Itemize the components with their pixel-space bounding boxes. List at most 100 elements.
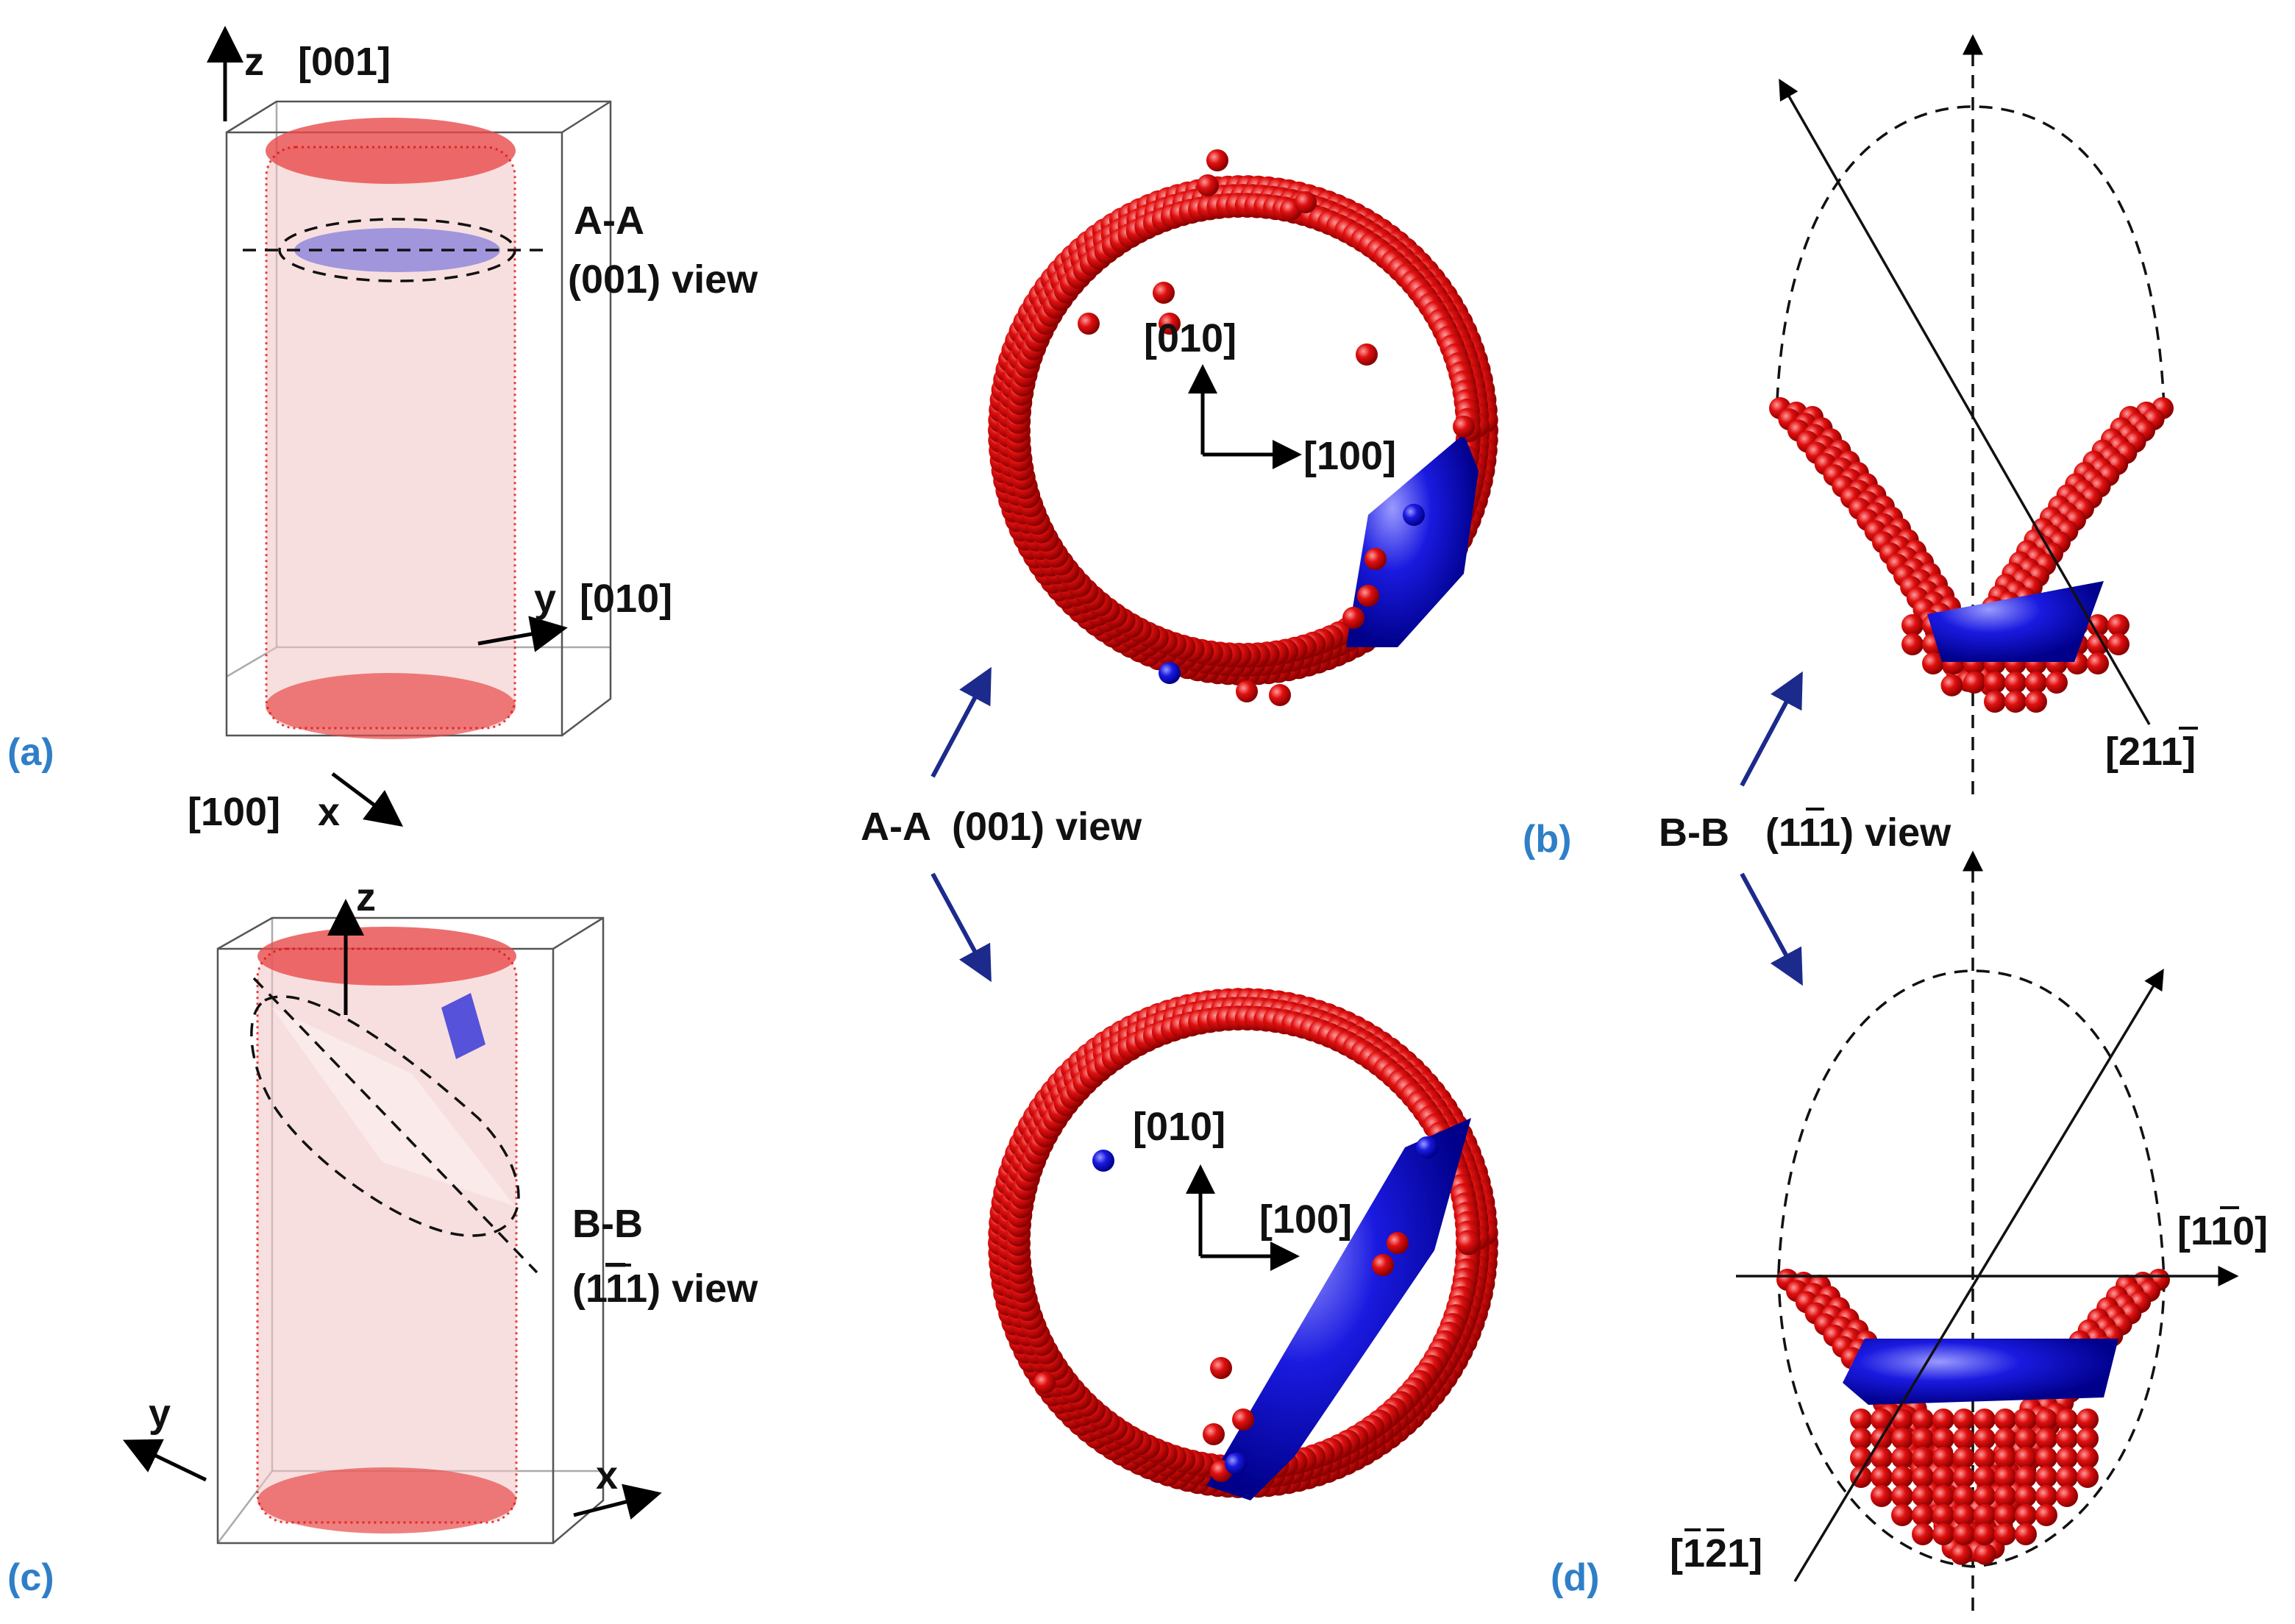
direction-label-211: [211]	[2105, 730, 2196, 774]
atom-red	[2056, 1428, 2078, 1450]
atom-red	[1912, 1523, 1934, 1545]
atom-red	[1974, 1523, 1996, 1545]
atom-red	[1871, 1485, 1893, 1507]
atom-red	[1912, 1447, 1934, 1469]
x-axis-arrow-a	[331, 772, 403, 827]
atom-red	[1891, 1504, 1913, 1526]
navy-arrow-mid-up	[931, 666, 992, 778]
atom-red	[1159, 313, 1181, 335]
atom-red	[1932, 1485, 1954, 1507]
navy-arrow-right-down	[1740, 872, 1803, 986]
atom-red	[1871, 1466, 1893, 1488]
y-axis-arrow-a	[477, 616, 568, 652]
section-label-c: B-B	[572, 1202, 643, 1246]
atom-red	[1994, 1408, 2016, 1431]
atom-red	[1994, 1428, 2016, 1450]
atom-blue	[1416, 1136, 1438, 1158]
navy-arrow-right-up	[1740, 671, 1803, 787]
x-direction-label-a: [100]	[188, 790, 280, 834]
ring-bottom-blue-band	[1206, 1118, 1471, 1500]
atom-red	[2015, 1408, 2037, 1431]
atom-red	[1342, 607, 1364, 629]
atom-red	[1912, 1504, 1934, 1526]
ring-bottom-x-label: [100]	[1259, 1197, 1352, 1242]
atom-red	[2077, 1447, 2099, 1469]
direction-line-121	[1793, 969, 2164, 1582]
direction-label-121: [121]	[1670, 1531, 1762, 1575]
atom-red	[2015, 1523, 2037, 1545]
atom-red	[1974, 1408, 1996, 1431]
panel-label-c: (c)	[7, 1556, 54, 1599]
x-axis-label-c: x	[596, 1453, 618, 1497]
atom-red	[1994, 1523, 2016, 1545]
atom-red	[1197, 174, 1219, 196]
bowl-blue-bottom	[1843, 1339, 2118, 1405]
atom-red	[1922, 652, 1944, 674]
y-axis-label-a: y	[534, 577, 556, 621]
atom-red	[1974, 1466, 1996, 1488]
atom-red	[1210, 1357, 1232, 1379]
atom-red	[1912, 1428, 1934, 1450]
nanowire-atoms-a	[265, 118, 516, 739]
atom-red	[1891, 1408, 1913, 1431]
atom-red	[1891, 1485, 1913, 1507]
x-axis-label-a: x	[318, 790, 340, 834]
atom-red	[1994, 1447, 2016, 1469]
atom-red	[2035, 1408, 2057, 1431]
atom-blue	[1403, 504, 1425, 526]
atom-red	[2025, 672, 2047, 694]
z-axis-label-a: z	[244, 40, 264, 84]
atom-red	[2004, 691, 2027, 713]
atom-red	[1357, 585, 1379, 607]
ring-top-x-label: [100]	[1303, 434, 1396, 478]
y-axis-arrow-c	[122, 1439, 207, 1482]
atom-red	[1953, 1447, 1975, 1469]
x-axis-arrow-c	[573, 1484, 662, 1520]
atom-red	[1974, 1542, 1996, 1565]
atom-red	[1456, 1230, 1481, 1256]
atom-red	[1932, 1447, 1954, 1469]
bowl-blue-top	[1927, 581, 2104, 662]
atom-red	[2035, 1466, 2057, 1488]
panel-a: z [001] y [010] [100] x A-A (001) view	[188, 26, 758, 834]
atom-red	[1356, 343, 1378, 366]
panel-label-b: (b)	[1523, 818, 1571, 861]
atom-red	[1974, 1428, 1996, 1450]
atom-red	[1940, 674, 1963, 697]
atom-red	[1950, 1542, 1973, 1565]
atom-red	[1932, 1504, 1954, 1526]
ring-top: [010] [100]	[988, 149, 1498, 706]
atom-red	[2056, 1408, 2078, 1431]
direction-label-110: [110]	[2177, 1209, 2268, 1253]
atom-red	[1932, 1408, 1954, 1431]
right-bottom-view: [110] [121]	[1670, 850, 2268, 1611]
atom-red	[2107, 614, 2129, 636]
atom-red	[1387, 1232, 1409, 1254]
section-view-label-a: (001) view	[568, 257, 758, 302]
atom-red	[1203, 1423, 1225, 1445]
dashed-ellipse-top	[1776, 105, 2166, 409]
right-caption-view: (111) view	[1765, 811, 1951, 855]
atom-red	[1901, 614, 1924, 636]
atom-red	[1372, 1254, 1394, 1276]
atom-red	[2087, 652, 2109, 674]
y-axis-label-c: y	[149, 1392, 171, 1436]
atom-red	[1953, 1428, 1975, 1450]
atom-red	[2015, 1428, 2037, 1450]
atom-red	[1932, 1466, 1954, 1488]
atom-red	[1871, 1447, 1893, 1469]
atom-red	[2056, 1466, 2078, 1488]
atom-red	[2077, 1466, 2099, 1488]
atom-red	[1891, 1447, 1913, 1469]
ring-bottom-y-label: [010]	[1133, 1105, 1225, 1149]
atom-red	[2046, 672, 2068, 694]
panel-label-a: (a)	[7, 731, 54, 774]
atom-red	[1453, 416, 1475, 438]
atom-red	[1953, 1523, 1975, 1545]
atom-red	[1871, 1408, 1893, 1431]
atom-red	[2004, 672, 2027, 694]
atom-red	[1295, 191, 1317, 213]
atom-red	[1850, 1428, 1872, 1450]
atom-blue	[1225, 1453, 1247, 1475]
atom-red	[1994, 1485, 2016, 1507]
